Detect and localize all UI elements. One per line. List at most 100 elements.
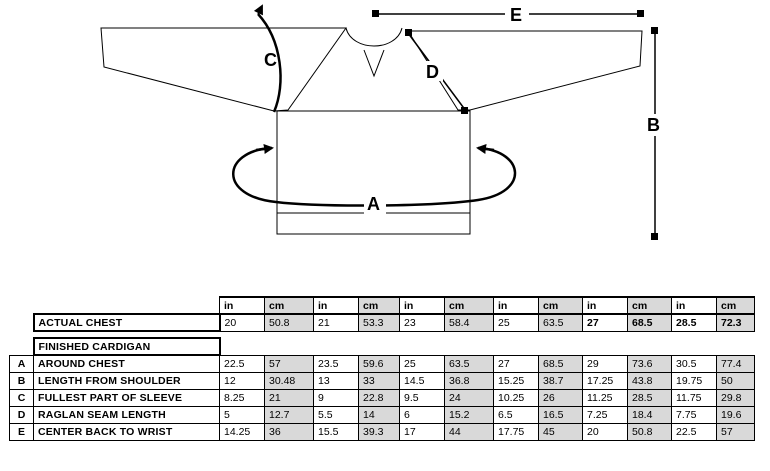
table-cell: 45 — [538, 422, 583, 441]
table-cell: 16.5 — [538, 405, 583, 424]
table-cell: 33 — [358, 371, 400, 390]
table-cell: 58.4 — [444, 313, 494, 332]
row-key: D — [9, 405, 34, 424]
table-cell: 7.25 — [582, 405, 628, 424]
table-cell: 29 — [582, 354, 628, 373]
table-cell: 27 — [582, 313, 628, 332]
table-cell: 36 — [264, 422, 314, 441]
table-cell: 68.5 — [627, 313, 672, 332]
cardigan-schematic: C E D B A — [100, 4, 667, 240]
table-cell: 6.5 — [493, 405, 539, 424]
table-cell: 21 — [264, 388, 314, 407]
section-title-row: FINISHED CARDIGAN — [10, 337, 755, 356]
table-cell: 20 — [582, 422, 628, 441]
unit-header: cm — [264, 296, 314, 315]
table-cell: 20 — [219, 313, 265, 332]
unit-header: cm — [358, 296, 400, 315]
table-cell: 36.8 — [444, 371, 494, 390]
actual-chest-label: ACTUAL CHEST — [32, 313, 221, 332]
table-cell: 29.8 — [716, 388, 755, 407]
letter-a: A — [367, 194, 380, 214]
table-cell: 8.25 — [219, 388, 265, 407]
table-cell: 50.8 — [627, 422, 672, 441]
letter-c: C — [264, 50, 277, 70]
row-key: E — [9, 422, 34, 441]
table-cell: 26 — [538, 388, 583, 407]
table-cell: 17.75 — [493, 422, 539, 441]
table-cell: 27 — [493, 354, 539, 373]
table-cell: 43.8 — [627, 371, 672, 390]
table-cell: 44 — [444, 422, 494, 441]
table-cell: 25 — [399, 354, 445, 373]
unit-header-row: in cm in cm in cm in cm in cm in cm — [10, 296, 755, 315]
table-cell: 39.3 — [358, 422, 400, 441]
measure-d-end-bottom — [461, 107, 468, 114]
table-cell: 77.4 — [716, 354, 755, 373]
table-cell: 19.75 — [671, 371, 717, 390]
table-cell: 63.5 — [538, 313, 583, 332]
table-row: B LENGTH FROM SHOULDER 12 30.48 13 33 14… — [9, 371, 755, 390]
table-cell: 23 — [399, 313, 445, 332]
table-cell: 17.25 — [582, 371, 628, 390]
measure-e-end-left — [372, 10, 379, 17]
table-cell: 5 — [219, 405, 265, 424]
row-label: CENTER BACK TO WRIST — [33, 422, 220, 441]
table-cell: 22.8 — [358, 388, 400, 407]
table-cell: 12 — [219, 371, 265, 390]
table-cell: 28.5 — [627, 388, 672, 407]
row-key: B — [9, 371, 34, 390]
actual-chest-row: ACTUAL CHEST 20 50.8 21 53.3 23 58.4 25 … — [10, 313, 755, 332]
table-cell: 25 — [493, 313, 539, 332]
measure-e: E — [372, 4, 644, 25]
unit-header: cm — [627, 296, 672, 315]
table-cell: 68.5 — [538, 354, 583, 373]
table-row: C FULLEST PART OF SLEEVE 8.25 21 9 22.8 … — [9, 388, 755, 407]
unit-header: cm — [444, 296, 494, 315]
table-cell: 30.5 — [671, 354, 717, 373]
table-cell: 14.5 — [399, 371, 445, 390]
table-cell: 21 — [313, 313, 359, 332]
table-cell: 23.5 — [313, 354, 359, 373]
right-sleeve — [407, 30, 643, 111]
table-cell: 13 — [313, 371, 359, 390]
unit-header: in — [493, 296, 539, 315]
table-cell: 50.8 — [264, 313, 314, 332]
table-cell: 15.25 — [493, 371, 539, 390]
table-cell: 15.5 — [313, 422, 359, 441]
unit-header: cm — [716, 296, 755, 315]
table-cell: 50 — [716, 371, 755, 390]
front-neck-v — [363, 49, 385, 78]
measure-c-tick — [253, 4, 263, 16]
row-key: A — [9, 354, 34, 373]
table-cell: 30.48 — [264, 371, 314, 390]
measure-b: B — [645, 27, 667, 240]
unit-header: in — [313, 296, 359, 315]
table-cell: 15.2 — [444, 405, 494, 424]
table-cell: 18.4 — [627, 405, 672, 424]
table-cell: 57 — [716, 422, 755, 441]
table-cell: 7.75 — [671, 405, 717, 424]
letter-b: B — [647, 115, 660, 135]
measure-b-end-bottom — [651, 233, 658, 240]
table-cell: 63.5 — [444, 354, 494, 373]
measure-d-end-top — [405, 29, 412, 36]
table-cell: 22.5 — [671, 422, 717, 441]
table-cell: 17 — [399, 422, 445, 441]
ribbing-band — [276, 212, 471, 235]
row-label: AROUND CHEST — [33, 354, 220, 373]
unit-header: in — [671, 296, 717, 315]
table-cell: 73.6 — [627, 354, 672, 373]
unit-header: cm — [538, 296, 583, 315]
unit-header: in — [219, 296, 265, 315]
table-cell: 28.5 — [671, 313, 717, 332]
row-label: RAGLAN SEAM LENGTH — [33, 405, 220, 424]
table-cell: 72.3 — [716, 313, 755, 332]
measure-a: A — [232, 144, 517, 214]
unit-header: in — [399, 296, 445, 315]
table-cell: 12.7 — [264, 405, 314, 424]
letter-d: D — [426, 62, 439, 82]
measure-c: C — [253, 4, 282, 113]
finished-cardigan-title: FINISHED CARDIGAN — [32, 337, 221, 356]
table-cell: 38.7 — [538, 371, 583, 390]
table-row: E CENTER BACK TO WRIST 14.25 36 15.5 39.… — [9, 422, 755, 441]
